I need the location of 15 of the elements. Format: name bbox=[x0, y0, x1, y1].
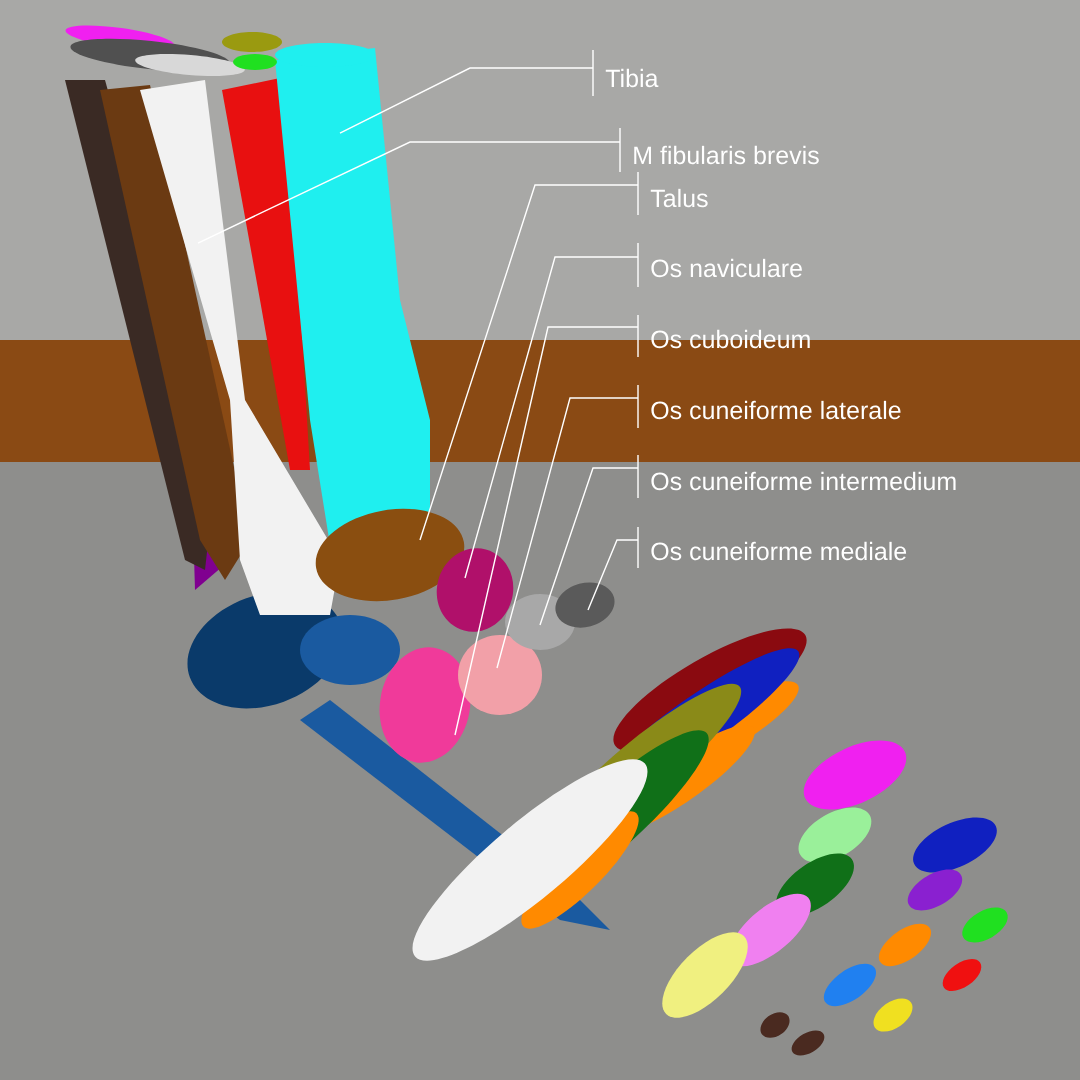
label-text: Os cuneiforme laterale bbox=[651, 400, 901, 420]
label-text: Os cuneiforme intermedium bbox=[651, 471, 956, 491]
leader-line bbox=[454, 314, 639, 736]
leader-line bbox=[339, 49, 594, 134]
leader-line bbox=[539, 454, 639, 626]
label-text: Talus bbox=[650, 188, 708, 208]
label-text: Os naviculare bbox=[651, 258, 802, 278]
leader-line bbox=[419, 171, 639, 541]
label-text: Os cuneiforme mediale bbox=[651, 541, 907, 561]
leader-line bbox=[464, 242, 639, 579]
label-text: M fibularis brevis bbox=[634, 145, 819, 165]
leader-line bbox=[197, 127, 621, 244]
leader-line bbox=[587, 526, 639, 611]
label-text: Tibia bbox=[605, 68, 659, 88]
leader-line bbox=[496, 384, 639, 669]
